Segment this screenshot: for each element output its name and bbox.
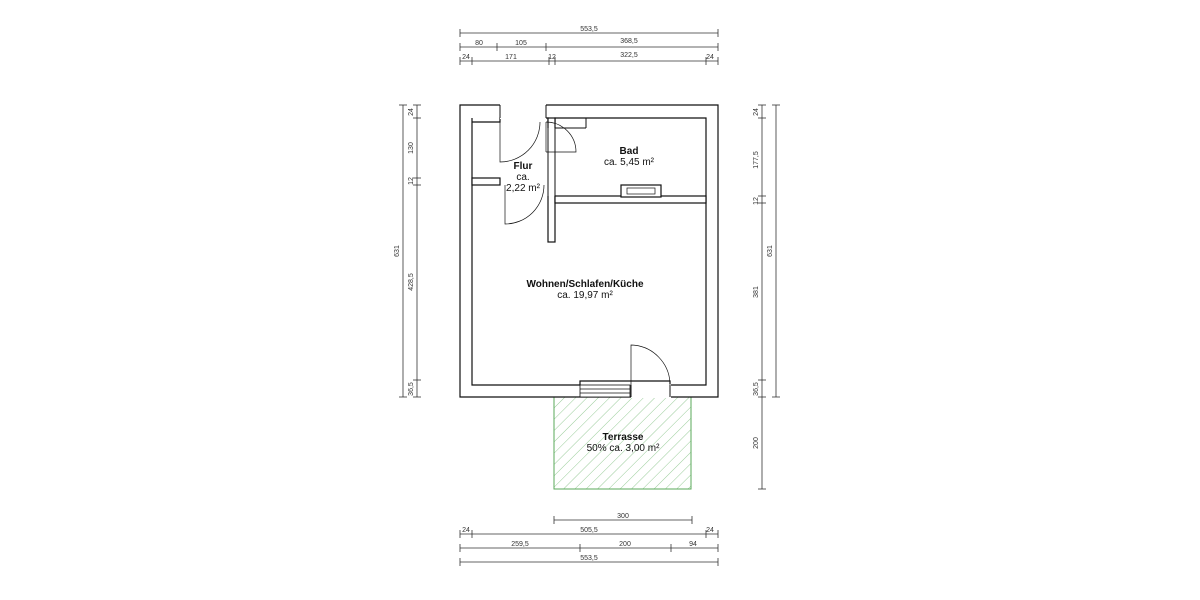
dimensions-top: 553,5 80 105 368,5 24 171 12 322,5 24 xyxy=(459,26,719,65)
room-area-wohnen: ca. 19,97 m² xyxy=(557,290,613,301)
dim-bottom-300: 300 xyxy=(617,513,629,520)
room-area-flur-1: ca. xyxy=(516,172,529,183)
dim-top-80: 80 xyxy=(475,40,483,47)
interior-walls xyxy=(471,117,707,243)
walls xyxy=(459,104,719,398)
bad-door xyxy=(545,121,577,153)
dim-bottom-505: 505,5 xyxy=(580,527,598,534)
dim-left-total: 631 xyxy=(394,245,401,257)
dim-bottom-259: 259,5 xyxy=(511,541,529,548)
dim-left-12: 12 xyxy=(408,177,415,185)
room-name-flur: Flur xyxy=(514,161,533,172)
dim-top-105: 105 xyxy=(515,40,527,47)
dim-top-368: 368,5 xyxy=(620,38,638,45)
dim-left-428: 428,5 xyxy=(408,273,415,291)
door-gap-top xyxy=(500,104,546,119)
dim-right-200: 200 xyxy=(753,437,760,449)
dim-left-130: 130 xyxy=(408,142,415,154)
dim-bottom-24a: 24 xyxy=(462,527,470,534)
dim-bottom-total: 553,5 xyxy=(580,555,598,562)
dimensions-right: 24 177,5 12 381 36,5 200 631 xyxy=(753,104,780,490)
dim-right-total: 631 xyxy=(767,245,774,257)
dimensions-left: 631 24 130 12 428,5 36,5 xyxy=(394,104,421,398)
room-name-terrasse: Terrasse xyxy=(603,432,644,443)
dim-top-12: 12 xyxy=(548,54,556,61)
room-area-bad: ca. 5,45 m² xyxy=(604,157,655,168)
flur-door-bottom xyxy=(504,184,545,225)
dim-left-24: 24 xyxy=(408,108,415,116)
dim-top-322: 322,5 xyxy=(620,52,638,59)
dim-right-36: 36,5 xyxy=(753,382,760,396)
outer-wall xyxy=(459,104,719,398)
dim-left-36: 36,5 xyxy=(408,382,415,396)
dim-bottom-94: 94 xyxy=(689,541,697,548)
dim-bottom-24b: 24 xyxy=(706,527,714,534)
room-name-wohnen: Wohnen/Schlafen/Küche xyxy=(526,279,643,290)
door-gap-bottom xyxy=(631,384,671,398)
terrace xyxy=(553,396,692,490)
flur-door-top xyxy=(499,121,541,163)
dim-right-24: 24 xyxy=(753,108,760,116)
dim-right-12: 12 xyxy=(753,197,760,205)
dim-top-24b: 24 xyxy=(706,54,714,61)
dim-right-381: 381 xyxy=(753,286,760,298)
dimensions-bottom: 300 24 505,5 24 259,5 200 94 553,5 xyxy=(459,513,719,566)
window-bottom xyxy=(579,384,631,398)
room-area-flur-2: 2,22 m² xyxy=(506,183,541,194)
dim-top-24a: 24 xyxy=(462,54,470,61)
room-area-terrasse: 50% ca. 3,00 m² xyxy=(587,443,660,454)
room-labels: Flur ca. 2,22 m² Bad ca. 5,45 m² Wohnen/… xyxy=(506,146,660,454)
terrace-door xyxy=(630,344,671,386)
door-swings xyxy=(499,121,671,386)
dim-right-177: 177,5 xyxy=(753,151,760,169)
room-name-bad: Bad xyxy=(620,146,639,157)
terrace-area xyxy=(553,396,692,490)
dim-top-171: 171 xyxy=(505,54,517,61)
dim-bottom-200: 200 xyxy=(619,541,631,548)
dim-top-total: 553,5 xyxy=(580,26,598,33)
